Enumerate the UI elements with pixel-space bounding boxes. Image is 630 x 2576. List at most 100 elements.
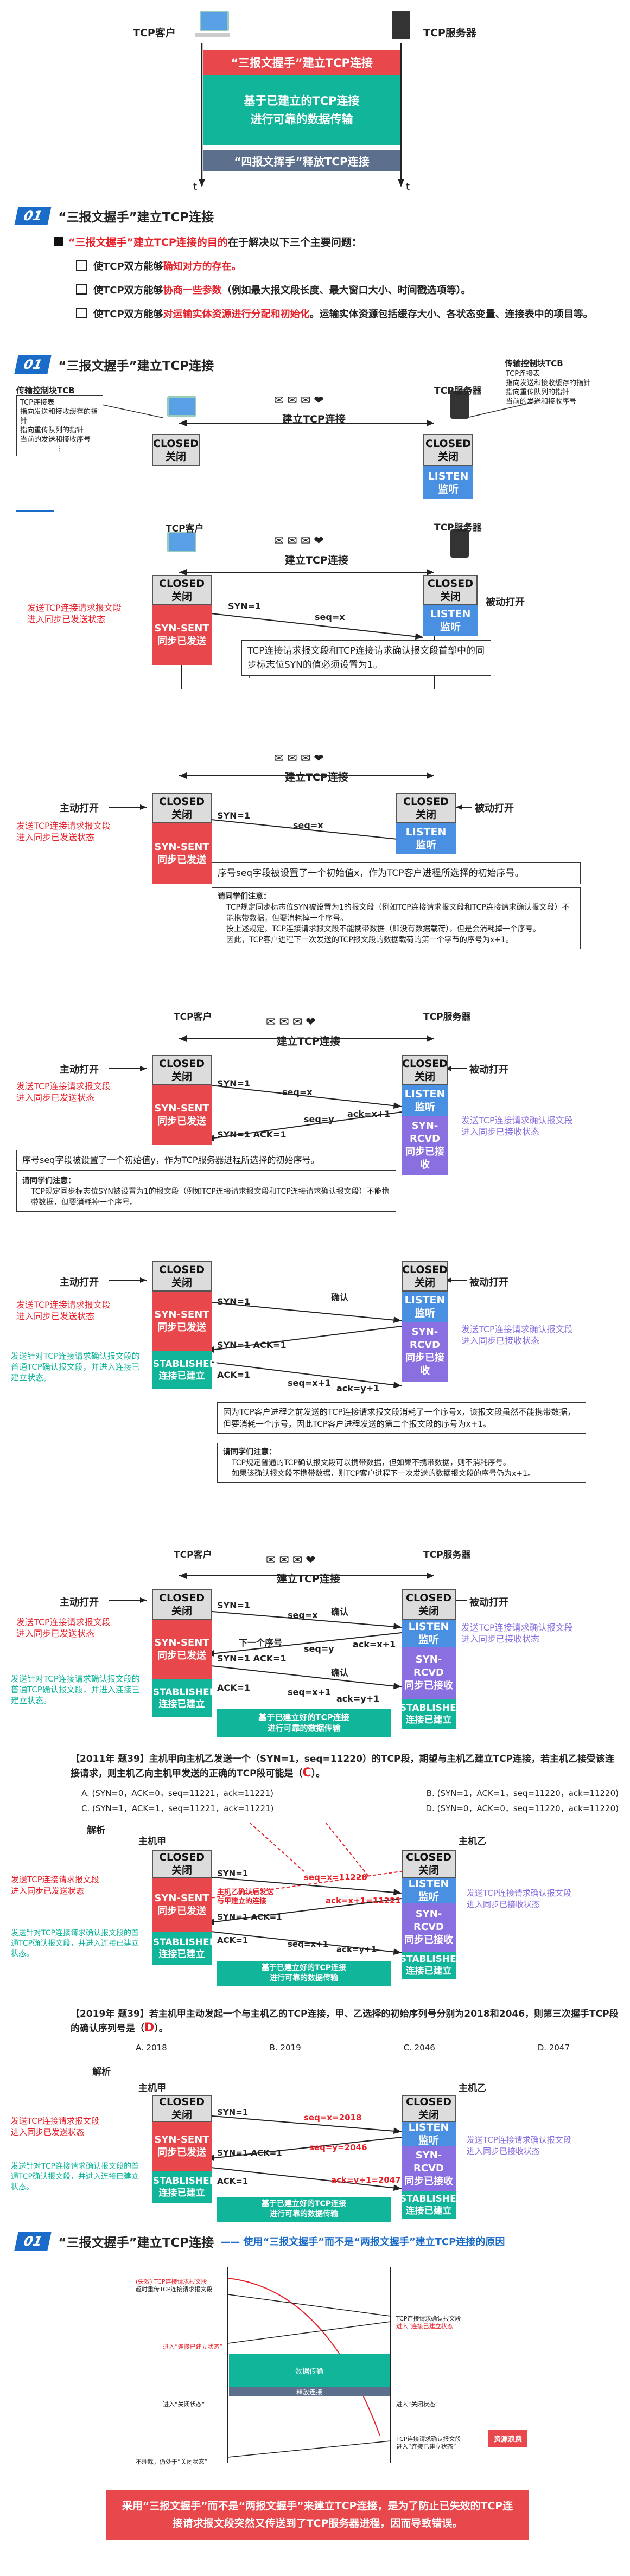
establish-label: 建立TCP连接	[285, 771, 348, 783]
ack-y1: ack=y+1	[336, 1383, 380, 1394]
transfer-line-1: 基于已建立的TCP连接	[244, 94, 360, 107]
section3-ignore: 不理睬，仍处于“关闭状态”	[136, 2458, 208, 2465]
note-recv-syn: 发送TCP连接请求确认报文段 进入同步已接收状态	[467, 1888, 571, 1909]
section3-subtitle: —— 使用“三报文握手”而不是“两报文握手”建立TCP连接的原因	[220, 2236, 505, 2248]
section3-second-confirm: TCP连接请求确认报文段 进入“连接已建立状态”	[396, 2436, 461, 2450]
server-label: TCP服务器	[434, 522, 482, 533]
q2011-options: A. (SYN=0，ACK=0，seq=11221，ack=11221)B. (…	[81, 1788, 619, 1813]
reminder-box-3: 请同学们注意： TCP规定普通的TCP确认报文段可以携带数据，但如果不携带数据，…	[217, 1443, 586, 1483]
syn-ack-flag: SYN=1 ACK=1	[217, 1912, 282, 1922]
confirm-label-2: 确认	[331, 1667, 349, 1678]
tcb-client-table: TCP连接表指向发送和接收缓存的指针指向重传队列的指针当前的发送和接收序号⋮	[16, 395, 103, 456]
establish-label: 建立TCP连接	[285, 554, 348, 566]
envelopes-icon: ✉✉✉❤	[274, 752, 327, 765]
transfer-bar: 基于已建立的TCP连接 进行可靠的数据传输	[203, 75, 400, 145]
box-initial-seq: 序号seq字段被设置了一个初始值x，作为TCP客户进程所选择的初始序号。	[212, 862, 581, 884]
transfer-bar: 基于已建立好的TCP连接 进行可靠的数据传输	[217, 1961, 391, 1986]
server-icon	[392, 11, 410, 39]
seq-x: seq=x	[282, 1087, 313, 1097]
q2019-analysis: 解析	[92, 2067, 111, 2078]
section3-server-closed: 进入“关闭状态”	[396, 2401, 438, 2408]
ack-flag: ACK=1	[217, 2176, 249, 2186]
wave-bar: “四报文挥手”释放TCP连接	[203, 150, 400, 171]
section1-header: 01 “三报文握手”建立TCP连接	[14, 205, 214, 227]
section1-intro: “三报文握手”建立TCP连接的目的在于解决以下三个主要问题：	[54, 234, 362, 249]
envelopes-icon: ✉✉✉❤	[266, 1015, 319, 1029]
server-label: TCP服务器	[434, 386, 482, 397]
passive-open-label: 被动打开	[469, 1064, 508, 1076]
syn-flag: SYN=1	[217, 2107, 249, 2117]
server-host-label: 主机乙	[459, 1836, 486, 1847]
note-recv-syn: 发送TCP连接请求确认报文段 进入同步已接收状态	[461, 1324, 573, 1346]
envelopes-icon: ✉✉✉❤	[266, 1554, 319, 1567]
diagram4-lines	[109, 1277, 467, 1388]
note-send-syn: 发送TCP连接请求报文段 进入同步已发送状态	[16, 1617, 111, 1639]
active-open-label: 主动打开	[60, 803, 99, 814]
active-open-label: 主动打开	[60, 1064, 99, 1076]
tcb-client-block: 传输控制块TCB TCP连接表指向发送和接收缓存的指针指向重传队列的指针当前的发…	[16, 386, 103, 456]
ack-flag: ACK=1	[217, 1370, 251, 1380]
syn-flag: SYN=1	[217, 1869, 249, 1878]
section3-header: 01 “三报文握手”建立TCP连接 —— 使用“三报文握手”而不是“两报文握手”…	[14, 2230, 505, 2252]
client-computer-icon	[195, 11, 230, 37]
active-open-label: 主动打开	[60, 1597, 99, 1608]
seq-y: seq=y	[304, 1114, 334, 1124]
confirm-label: 确认	[331, 1292, 349, 1302]
syn-flag: SYN=1	[217, 1600, 251, 1610]
ack-flag: ACK=1	[217, 1683, 251, 1693]
passive-open-label: 被动打开	[475, 803, 514, 814]
server-label: TCP服务器	[423, 1012, 471, 1022]
syn-flag: SYN=1	[217, 1296, 251, 1307]
note-send-syn: 发送TCP连接请求报文段 进入同步已发送状态	[16, 1300, 111, 1321]
section1-number: 01	[14, 207, 52, 225]
divider	[16, 510, 54, 512]
box-syn-note: TCP连接请求报文段和TCP连接请求确认报文段首部中的同步标志位SYN的值必须设…	[241, 640, 491, 676]
syn-flag: SYN=1	[228, 601, 262, 611]
q2011-stem: 【2011年 题39】主机甲向主机乙发送一个（SYN=1，seq=11220）的…	[71, 1754, 615, 1780]
seq-x: seq=x	[315, 612, 345, 622]
section3-title: “三报文握手”建立TCP连接	[58, 2236, 214, 2250]
seq-x: seq=x	[293, 820, 323, 830]
ack-y1: ack=y+1	[336, 1945, 377, 1954]
client-computer-icon	[163, 396, 198, 420]
note-send-syn: 发送TCP连接请求报文段 进入同步已发送状态	[16, 821, 111, 842]
note-recv-syn: 发送TCP连接请求确认报文段 进入同步已接收状态	[461, 1622, 573, 1644]
section3-flow: (失效) TCP连接请求报文段 超时重传TCP连接请求报文段	[136, 2278, 213, 2293]
q2011-hint: 主机乙确认后发送 与甲建立的连接	[217, 1888, 274, 1906]
diagram3-lines	[109, 1035, 467, 1141]
client-label: TCP客户	[174, 1550, 212, 1561]
server-time-label: t	[406, 181, 410, 193]
transfer-bar: 基于已建立好的TCP连接 进行可靠的数据传输	[217, 2197, 391, 2222]
client-time-label: t	[193, 181, 198, 193]
section3-transfer: 数据传输	[229, 2354, 390, 2387]
active-open-label: 主动打开	[60, 1277, 99, 1288]
ack-x1: ack=x+1	[347, 1109, 391, 1119]
question-2: 使TCP双方能够协商一些参数（例如最大报文段长度、最大窗口大小、时间戳选项等）。	[76, 279, 619, 303]
passive-open-label: 被动打开	[469, 1277, 508, 1288]
server-host-label: 主机乙	[459, 2083, 486, 2094]
establish-label: 建立TCP连接	[277, 1573, 340, 1585]
syn-ack-flag: SYN=1 ACK=1	[217, 1340, 287, 1350]
note-ack: 发送针对TCP连接请求确认报文段的普通TCP确认报文段，并进入连接已建立状态。	[11, 1351, 140, 1383]
establish-label: 建立TCP连接	[277, 1035, 340, 1047]
section3-client-closed: 进入“关闭状态”	[163, 2401, 205, 2408]
q2019-seq-y: seq=y=2046	[309, 2143, 367, 2152]
section3-server-notes: TCP连接请求确认报文段进入“连接已建立状态”	[396, 2315, 461, 2330]
